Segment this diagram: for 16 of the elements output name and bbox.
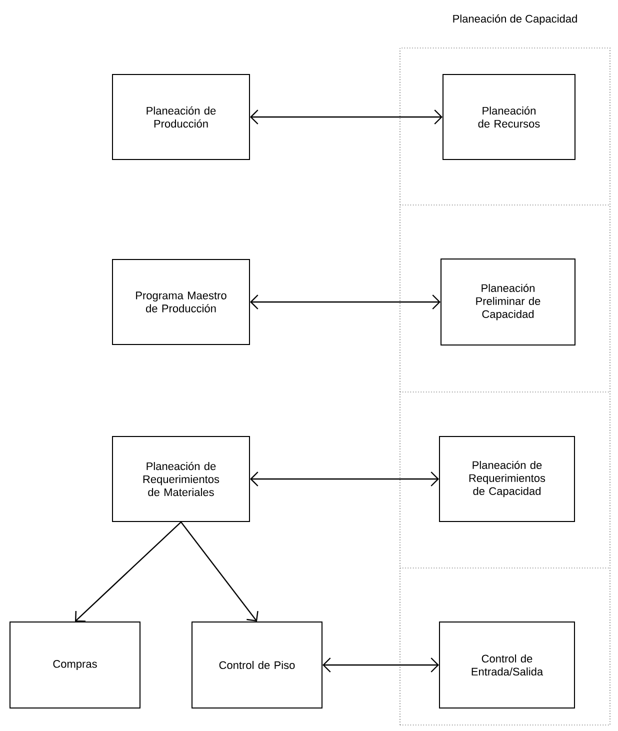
node-label: Planeación de Capacidad (453, 14, 577, 25)
process-box: Compras (10, 622, 140, 708)
process-box: Planeación Preliminar de Capacidad (440, 258, 576, 346)
process-box: Control de Piso (192, 622, 322, 708)
process-box: Planeación de Requerimientos de Materiales (112, 436, 250, 522)
process-box: Control de Entrada/Salida (439, 622, 575, 708)
process-box: Planeación de Recursos (442, 74, 576, 160)
arrow (250, 472, 439, 486)
process-box: Programa Maestro de Producción (112, 259, 250, 345)
process-box: Planeación de Requerimientos de Capacidad (439, 436, 575, 522)
arrow (180, 522, 258, 622)
arrow (250, 294, 440, 310)
arrow (250, 110, 442, 124)
arrow (75, 522, 182, 622)
arrow (322, 658, 439, 672)
process-box: Planeación de Producción (112, 74, 250, 160)
